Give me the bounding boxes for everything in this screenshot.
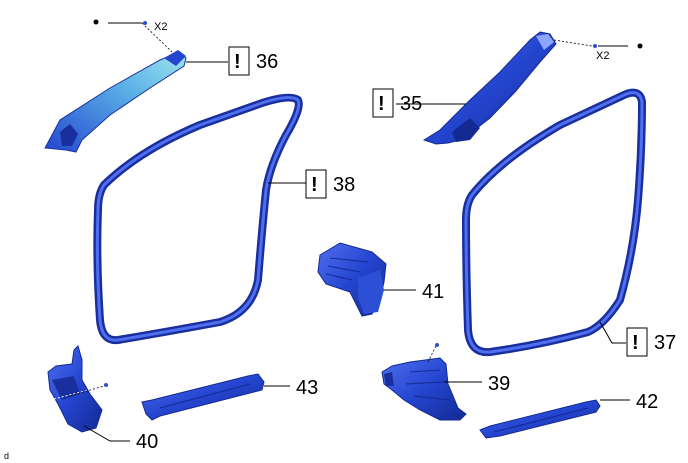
- callout-37: 37: [654, 332, 676, 354]
- caution-box-38: !: [305, 169, 327, 199]
- caution-box-37: !: [626, 327, 648, 357]
- scuff-plate-left: [141, 373, 265, 421]
- caution-box-35: !: [372, 88, 394, 118]
- scuff-plate-right: [479, 399, 601, 439]
- svg-text:!: !: [378, 93, 385, 115]
- front-pillar-garnish-right: [422, 31, 557, 145]
- callout-40: 40: [136, 431, 158, 453]
- cowl-side-trim-left: [47, 345, 103, 433]
- caution-box-36: !: [228, 46, 250, 76]
- door-weatherstrip-right: [461, 88, 647, 357]
- callout-42: 42: [636, 391, 658, 413]
- front-pillar-garnish-left: [44, 50, 187, 153]
- clip-fastener-left: X2: [93, 19, 173, 53]
- callout-43: 43: [296, 377, 318, 399]
- cowl-side-trim-right: [381, 357, 467, 421]
- callout-38: 38: [333, 174, 355, 196]
- callout-35: 35: [400, 93, 422, 115]
- callout-39: 39: [488, 373, 510, 395]
- clip-fastener-right: X2: [553, 39, 643, 62]
- quantity-label-right: X2: [596, 50, 609, 62]
- quantity-label-left: X2: [154, 21, 167, 33]
- trim-part-41: [317, 242, 387, 317]
- svg-text:!: !: [311, 174, 318, 196]
- callout-41: 41: [422, 281, 444, 303]
- svg-text:!: !: [234, 51, 241, 73]
- figure-corner-mark: d: [4, 451, 9, 461]
- door-weatherstrip-left: [93, 93, 303, 345]
- svg-text:!: !: [632, 332, 639, 354]
- callout-36: 36: [256, 51, 278, 73]
